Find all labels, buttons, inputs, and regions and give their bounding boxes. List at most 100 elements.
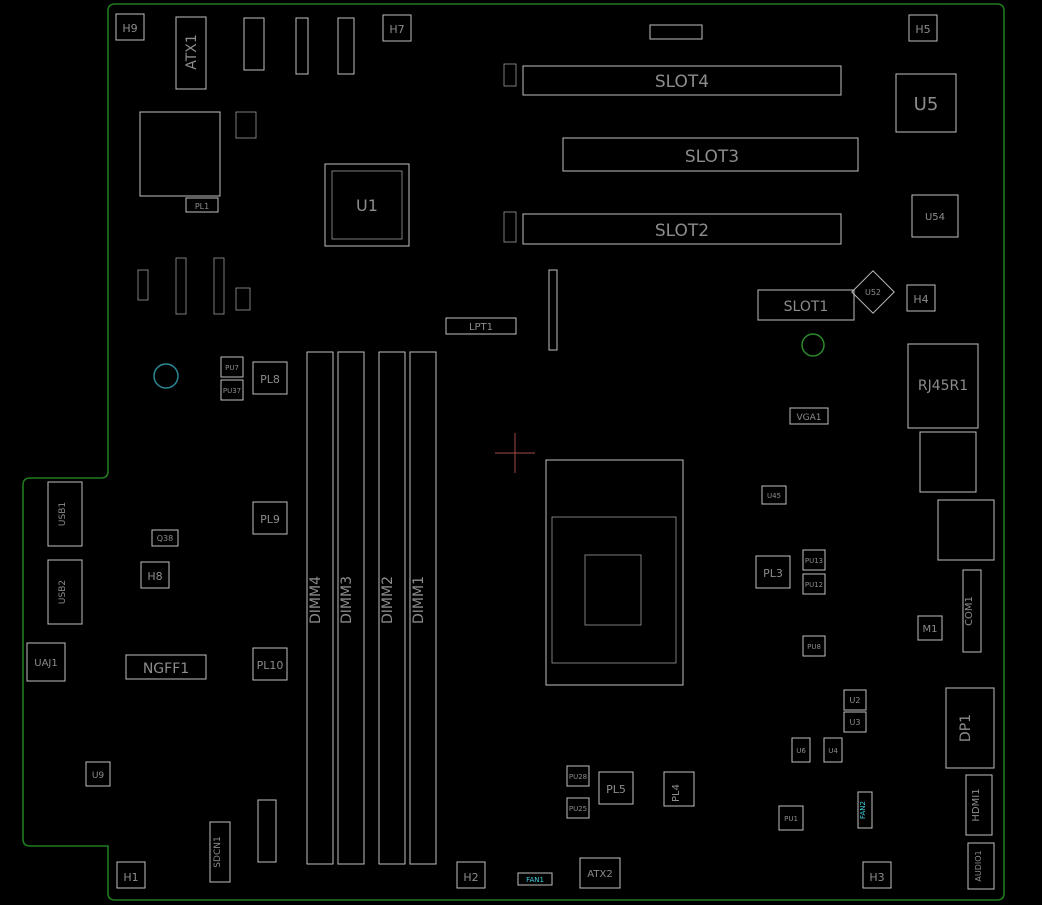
component-uaj1: UAJ1 [26,642,66,682]
component-rj45r1: RJ45R1 [907,343,979,429]
component-lpt1: LPT1 [445,317,517,335]
component-pl8: PL8 [252,361,288,395]
svg-text:U4: U4 [828,747,838,755]
svg-text:DIMM2: DIMM2 [380,576,396,624]
origin-crosshair [495,433,535,473]
board-outline [22,3,1005,901]
svg-text:U1: U1 [356,196,378,215]
component-slot2: SLOT2 [503,211,842,245]
svg-text:PU12: PU12 [805,581,823,589]
component-h5: H5 [908,14,938,42]
left-top-cluster [137,111,257,315]
svg-text:H3: H3 [869,871,884,884]
component-u45: U45 [761,485,787,505]
svg-text:COM1: COM1 [964,596,975,626]
component-audio1: AUDIO1 [967,842,995,890]
svg-text:U2: U2 [850,696,861,705]
component-com1: COM1 [962,569,982,653]
svg-text:PU13: PU13 [805,557,823,565]
component-ngff1: NGFF1 [125,654,207,680]
svg-text:Q38: Q38 [157,534,173,543]
svg-text:U52: U52 [865,288,881,297]
svg-text:UAJ1: UAJ1 [34,658,57,669]
component-u1: U1 [324,163,410,247]
svg-text:ATX2: ATX2 [587,869,612,880]
component-m1: M1 [917,615,943,641]
component-pl3: PL3 [755,555,791,589]
svg-text:LPT1: LPT1 [469,322,493,333]
svg-text:U9: U9 [92,771,105,781]
component-u52: U52 [851,270,895,314]
svg-text:NGFF1: NGFF1 [143,661,189,677]
component-fan2: FAN2 [857,791,873,829]
svg-text:DIMM3: DIMM3 [339,576,355,624]
component-q38: Q38 [151,529,179,547]
connector-usb-stack-right [919,431,977,493]
component-slot4: SLOT4 [503,63,842,96]
component-pl10: PL10 [252,647,288,681]
component-h3: H3 [862,861,892,889]
component-pu25: PU25 [566,797,590,819]
svg-text:PL1: PL1 [195,202,209,211]
component-pu13: PU13 [802,549,826,571]
component-u5: U5 [895,73,957,133]
svg-text:SDCN1: SDCN1 [213,836,223,867]
svg-text:VGA1: VGA1 [796,413,821,423]
svg-text:H4: H4 [913,293,928,306]
connector-vertical-mid [548,269,558,351]
svg-text:FAN1: FAN1 [526,876,544,884]
component-atx2: ATX2 [579,857,621,889]
mounting-hole-left [153,363,179,389]
svg-text:H2: H2 [463,871,478,884]
svg-text:HDMI1: HDMI1 [971,788,982,821]
svg-text:H1: H1 [123,871,138,884]
component-u54: U54 [911,194,959,238]
component-h1: H1 [116,861,146,889]
component-dimm2: DIMM2 [378,351,406,865]
svg-text:PU25: PU25 [569,805,587,813]
svg-text:USB1: USB1 [58,502,68,526]
component-u4: U4 [823,737,843,763]
svg-text:PU7: PU7 [225,364,239,372]
component-sdcn1: SDCN1 [209,821,231,883]
component-hdmi1: HDMI1 [965,774,993,836]
component-pl9: PL9 [252,501,288,535]
svg-text:SLOT2: SLOT2 [655,221,709,241]
svg-text:PU37: PU37 [223,387,241,395]
svg-text:SLOT1: SLOT1 [784,299,829,315]
component-u2: U2 [843,689,867,711]
svg-text:PL5: PL5 [606,783,626,796]
component-dp1: DP1 [945,687,995,769]
component-h9: H9 [115,13,145,41]
svg-text:H7: H7 [389,23,404,36]
component-h4: H4 [906,284,936,312]
cpu-socket [545,459,684,686]
component-pu37: PU37 [220,379,244,401]
component-slot1: SLOT1 [757,289,855,321]
component-slot3: SLOT3 [562,137,859,172]
svg-text:PL3: PL3 [763,567,783,580]
svg-text:H5: H5 [915,23,930,36]
svg-text:PL8: PL8 [260,373,280,386]
component-u3: U3 [843,711,867,733]
component-h7: H7 [382,14,412,42]
component-pu12: PU12 [802,573,826,595]
svg-text:PL9: PL9 [260,513,280,526]
connector-top-small [649,24,703,40]
connector-header-top-a [243,17,355,75]
svg-text:M1: M1 [923,624,938,635]
svg-text:SLOT3: SLOT3 [685,147,739,167]
svg-text:H8: H8 [147,570,162,583]
component-pu28: PU28 [566,765,590,787]
svg-text:ATX1: ATX1 [184,34,200,70]
component-pl1: PL1 [185,197,219,213]
svg-text:DIMM4: DIMM4 [308,576,324,624]
component-dimm4: DIMM4 [306,351,334,865]
component-h2: H2 [456,861,486,889]
svg-text:DP1: DP1 [958,714,974,742]
svg-text:H9: H9 [122,22,137,35]
component-h8: H8 [140,561,170,589]
svg-text:U45: U45 [767,492,781,500]
component-vga1: VGA1 [789,407,829,425]
